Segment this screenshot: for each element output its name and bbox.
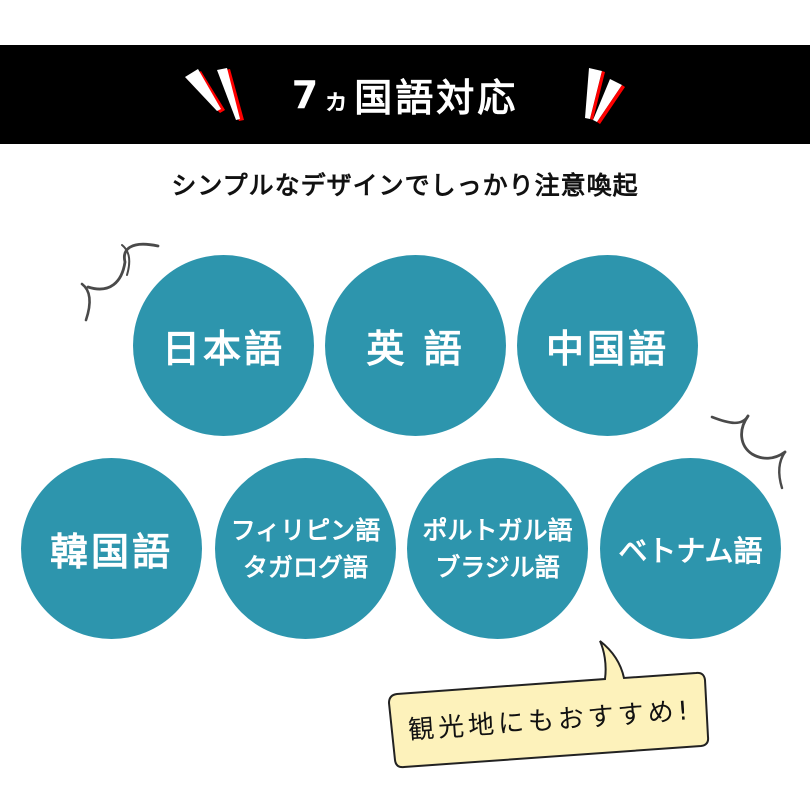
language-circle-english: 英 語 (325, 255, 506, 436)
language-label: 日本語 (161, 327, 285, 371)
emphasis-marks-left-icon (185, 68, 244, 121)
header-banner: 7 ヵ 国語対応 (0, 45, 810, 144)
squiggle-left-icon (80, 242, 160, 322)
language-circle-japanese: 日本語 (133, 255, 314, 436)
title-number: 7 (291, 72, 322, 117)
subtitle: シンプルなデザインでしっかり注意喚起 (171, 171, 639, 200)
language-circle-chinese: 中国語 (517, 255, 698, 436)
language-circle-vietnamese: ベトナム語 (600, 458, 781, 639)
emphasis-marks-right-icon (585, 68, 625, 124)
squiggle-right-icon (710, 414, 787, 490)
language-label-line1: ポルトガル語 (422, 515, 573, 545)
language-label: ベトナム語 (618, 533, 763, 568)
language-label: 中国語 (545, 327, 669, 371)
language-label-line2: タガログ語 (242, 552, 368, 582)
language-circle-filipino: フィリピン語 タガログ語 (215, 458, 396, 639)
title-text: 国語対応 (354, 76, 519, 120)
language-circle-korean: 韓国語 (21, 458, 202, 639)
language-label: 英 語 (366, 327, 465, 371)
language-label-line2: ブラジル語 (435, 552, 560, 582)
title-counter: ヵ (323, 86, 353, 116)
language-label: 韓国語 (49, 530, 173, 574)
banner-title: 7 ヵ 国語対応 (0, 45, 810, 144)
language-label-line1: フィリピン語 (230, 515, 381, 545)
language-circle-portuguese: ポルトガル語 ブラジル語 (407, 458, 588, 639)
